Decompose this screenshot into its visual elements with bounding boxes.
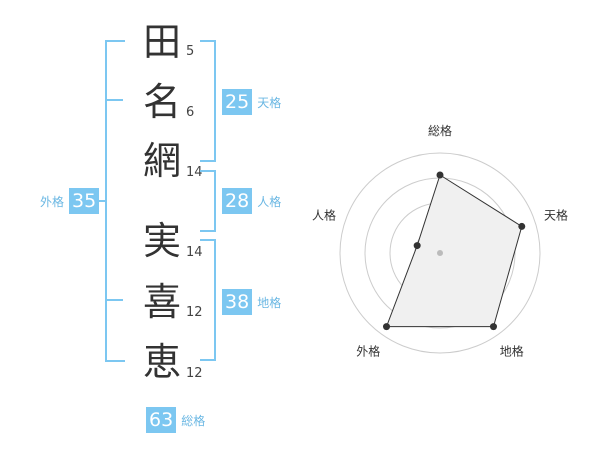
gaikaku-connector [99,200,105,202]
radar-points [383,171,526,331]
tenkaku-bracket [200,40,216,162]
bracket-tick-2 [107,299,123,301]
gaikaku-value: 35 [69,188,100,214]
radar-chart: 総格 天格 地格 外格 人格 [312,123,568,359]
radar-point [518,222,526,230]
name-char-2: 名 [142,80,181,124]
chikaku-label: 地格 [257,295,282,310]
radar-point [436,171,444,179]
jinkaku-bracket [200,170,216,232]
name-char-6: 恵 [142,340,181,384]
chikaku-value: 38 [222,289,253,315]
stroke-count-5: 12 [186,305,203,320]
radar-polygon [385,174,523,328]
axis-label-soukaku: 総格 [428,123,452,138]
stroke-count-2: 6 [186,105,195,120]
radar-center-dot [437,250,443,256]
tenkaku-label: 天格 [257,95,282,110]
jinkaku-badge: 28 人格 [222,188,281,214]
radar-point [489,323,497,331]
chikaku-badge: 38 地格 [222,289,281,315]
gaikaku-badge: 外格 35 [40,188,100,214]
tenkaku-value: 25 [222,89,253,115]
name-char-4: 実 [142,219,181,263]
stroke-count-3: 14 [186,165,203,180]
axis-label-gaikaku: 外格 [356,344,380,359]
soukaku-value: 63 [146,407,177,433]
name-char-5: 喜 [142,280,181,324]
radar-point [413,242,421,250]
radar-ring [339,152,541,354]
soukaku-badge: 63 総格 [146,407,205,433]
stroke-count-1: 5 [186,44,195,59]
axis-label-chikaku: 地格 [500,344,524,359]
axis-label-tenkaku: 天格 [544,207,568,222]
gaikaku-bracket [105,40,125,362]
gaikaku-label: 外格 [40,194,65,209]
radar-point [383,323,391,331]
tenkaku-badge: 25 天格 [222,89,281,115]
stroke-count-6: 12 [186,366,203,381]
jinkaku-label: 人格 [257,194,282,209]
name-char-3: 網 [142,139,181,183]
jinkaku-value: 28 [222,188,253,214]
chikaku-bracket [200,239,216,361]
stroke-count-4: 14 [186,245,203,260]
bracket-tick-1 [107,99,123,101]
soukaku-label: 総格 [181,413,206,428]
axis-label-jinkaku: 人格 [312,207,336,222]
name-char-1: 田 [142,20,181,64]
